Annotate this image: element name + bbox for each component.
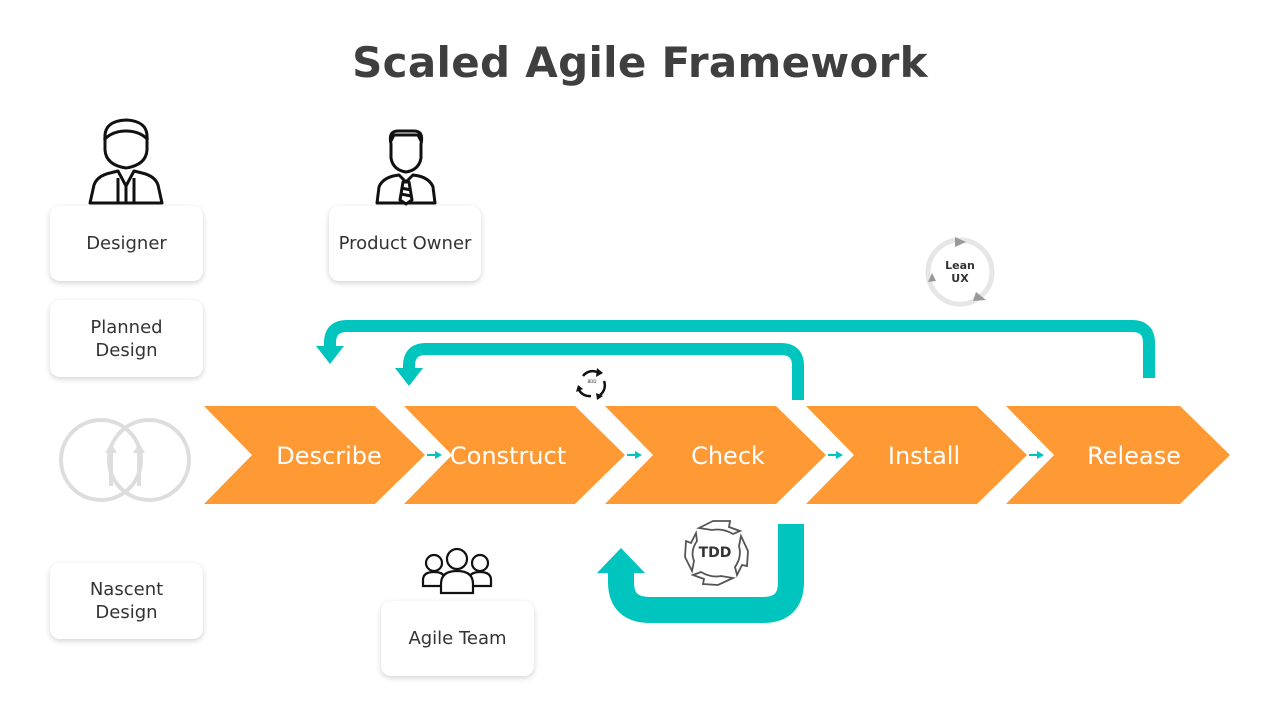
connector-arrow-3 bbox=[828, 451, 843, 459]
nascent-design-card[interactable]: Nascent Design bbox=[50, 563, 203, 639]
connector-arrow-2 bbox=[627, 451, 642, 459]
loop-arrow-release-to-describe bbox=[316, 320, 1155, 378]
designer-card[interactable]: Designer bbox=[50, 206, 203, 281]
lean-ux-cycle-icon bbox=[925, 237, 995, 307]
connector-arrow-4 bbox=[1029, 451, 1044, 459]
step-label-install: Install bbox=[887, 442, 961, 470]
page-title: Scaled Agile Framework bbox=[352, 38, 928, 87]
designer-label: Designer bbox=[86, 233, 167, 254]
planned-design-label: Planned Design bbox=[90, 316, 163, 361]
step-label-describe: Describe bbox=[276, 442, 382, 470]
agile-team-card[interactable]: Agile Team bbox=[381, 601, 534, 676]
chevron-describe[interactable] bbox=[204, 406, 425, 504]
connector-arrow-1 bbox=[427, 451, 442, 459]
chevron-check[interactable] bbox=[605, 406, 826, 504]
tdd-cycle-icon bbox=[684, 520, 749, 586]
step-label-check: Check bbox=[691, 442, 765, 470]
cycle-rings-icon bbox=[59, 418, 191, 502]
step-label-release: Release bbox=[1087, 442, 1181, 470]
chevron-release[interactable] bbox=[1006, 406, 1230, 504]
loop-arrow-check-to-construct bbox=[395, 343, 804, 400]
chevron-construct[interactable] bbox=[404, 406, 625, 504]
tdd-label: TDD bbox=[698, 545, 732, 561]
lean-ux-label: Lean UX bbox=[945, 259, 975, 285]
process-chevrons bbox=[204, 406, 1230, 504]
step-label-construct: Construct bbox=[449, 442, 567, 470]
chevron-install[interactable] bbox=[806, 406, 1027, 504]
product-owner-person-icon bbox=[375, 129, 437, 206]
bdd-cycle-icon bbox=[576, 368, 607, 400]
designer-person-icon bbox=[88, 118, 164, 205]
product-owner-label: Product Owner bbox=[338, 233, 472, 254]
planned-design-card[interactable]: Planned Design bbox=[50, 300, 203, 377]
agile-team-group-icon bbox=[421, 547, 493, 595]
agile-team-label: Agile Team bbox=[408, 628, 507, 649]
product-owner-card[interactable]: Product Owner bbox=[329, 206, 481, 281]
connector-arrows bbox=[427, 451, 1044, 459]
nascent-design-label: Nascent Design bbox=[89, 579, 164, 623]
loop-arrow-tdd bbox=[597, 524, 804, 623]
bdd-label: BDD bbox=[587, 379, 597, 384]
